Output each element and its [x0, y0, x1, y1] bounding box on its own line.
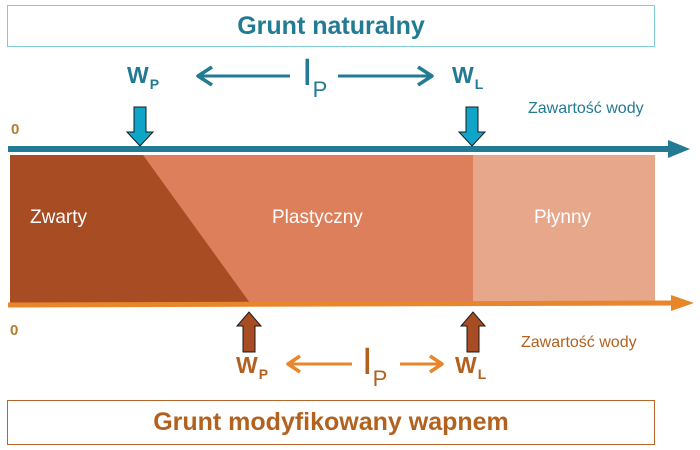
top-wp-pointer-arrow — [125, 106, 155, 147]
top-wp-sub: P — [149, 76, 160, 92]
natural-soil-title: Grunt naturalny — [237, 11, 425, 40]
bottom-axis-arrowhead — [671, 295, 694, 311]
top-plasticity-index-label: IP — [302, 52, 327, 103]
bottom-ip-right-arrowhead — [429, 354, 444, 374]
top-liquid-limit-label: WL — [452, 62, 483, 92]
top-origin-label: 0 — [11, 121, 20, 138]
region-liquid — [473, 155, 655, 303]
region-plastic-label: Plastyczny — [272, 207, 363, 228]
lime-modified-soil-title-box: Grunt modyfikowany wapnem — [7, 400, 655, 445]
bottom-ip-left-arrowhead — [286, 354, 301, 374]
top-axis-arrowhead — [668, 140, 690, 158]
bottom-plasticity-index-label: IP — [362, 341, 387, 392]
bottom-wl-sub: L — [477, 366, 487, 382]
bottom-liquid-limit-label: WL — [455, 352, 486, 382]
bottom-wp-sub: P — [258, 366, 269, 382]
top-wl-pointer-arrow — [457, 106, 487, 147]
bottom-ip-sub: P — [372, 366, 388, 391]
bottom-ip-main: I — [362, 341, 373, 383]
top-water-content-label: Zawartość wody — [528, 100, 644, 117]
top-wl-main: W — [452, 62, 474, 88]
natural-soil-title-box: Grunt naturalny — [7, 5, 655, 47]
bottom-water-content-label: Zawartość wody — [521, 334, 637, 351]
region-solid — [10, 155, 250, 303]
bottom-wl-pointer-arrow — [459, 311, 487, 353]
top-ip-sub: P — [312, 77, 328, 102]
bottom-wl-main: W — [455, 352, 477, 378]
region-liquid-label: Płynny — [534, 207, 592, 228]
top-plastic-limit-label: WP — [127, 62, 159, 92]
top-wp-main: W — [127, 62, 149, 88]
top-wl-sub: L — [474, 76, 484, 92]
top-ip-right-arrowhead — [417, 65, 434, 87]
bottom-wp-main: W — [236, 352, 258, 378]
bottom-plastic-limit-label: WP — [236, 352, 268, 382]
bottom-origin-label: 0 — [10, 322, 19, 339]
bottom-water-axis — [7, 300, 676, 308]
bottom-wp-pointer-arrow — [235, 311, 263, 353]
lime-modified-soil-title: Grunt modyfikowany wapnem — [153, 408, 509, 436]
top-ip-left-arrowhead — [196, 65, 213, 87]
top-ip-main: I — [302, 52, 313, 94]
region-solid-label: Zwarty — [30, 207, 87, 228]
